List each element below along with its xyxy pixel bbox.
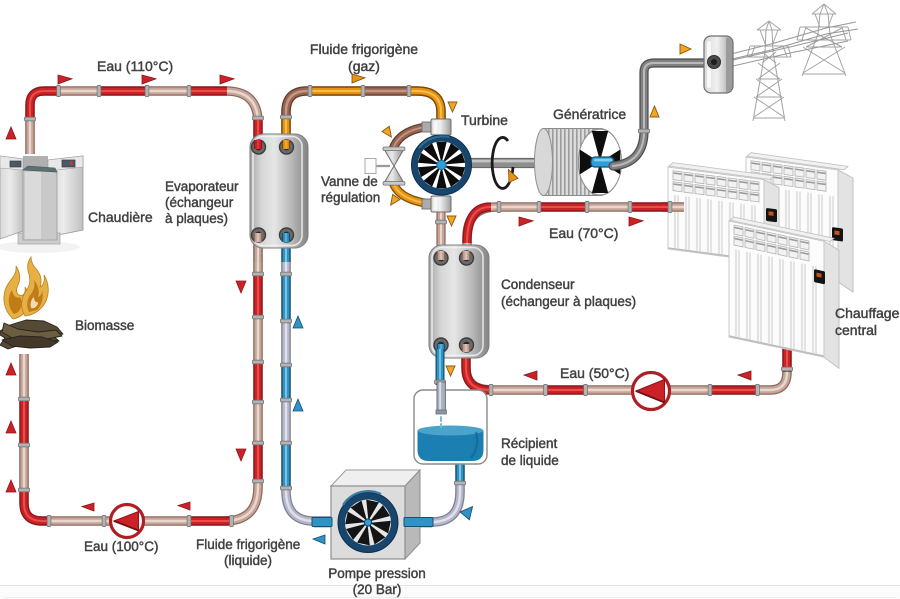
svg-text:Condenseur: Condenseur <box>501 277 575 292</box>
svg-text:Récipient: Récipient <box>501 436 558 451</box>
svg-text:Eau (50°C): Eau (50°C) <box>560 365 629 381</box>
svg-text:Evaporateur: Evaporateur <box>165 179 239 194</box>
svg-text:de liquide: de liquide <box>501 453 559 468</box>
svg-text:Chaudière: Chaudière <box>88 209 153 225</box>
svg-text:(20 Bar): (20 Bar) <box>353 582 402 597</box>
svg-text:Génératrice: Génératrice <box>553 106 626 122</box>
svg-text:(gaz): (gaz) <box>348 58 380 74</box>
svg-text:Biomasse: Biomasse <box>75 318 134 333</box>
svg-text:(liquide): (liquide) <box>224 553 272 568</box>
svg-text:à plaques): à plaques) <box>165 211 228 226</box>
svg-text:Fluide frigorigène: Fluide frigorigène <box>196 537 300 552</box>
svg-text:Turbine: Turbine <box>461 112 508 128</box>
svg-text:Vanne de: Vanne de <box>321 174 378 189</box>
svg-text:Chauffage: Chauffage <box>835 305 900 321</box>
svg-text:(échangeur à plaques): (échangeur à plaques) <box>501 294 636 309</box>
svg-text:Fluide frigorigène: Fluide frigorigène <box>310 41 418 57</box>
svg-text:Eau (110°C): Eau (110°C) <box>97 58 173 74</box>
svg-text:(échangeur: (échangeur <box>165 195 234 210</box>
svg-text:Eau (100°C): Eau (100°C) <box>84 539 158 554</box>
svg-text:Pompe pression: Pompe pression <box>328 566 426 581</box>
svg-text:Eau (70°C): Eau (70°C) <box>549 225 618 241</box>
svg-text:régulation: régulation <box>321 190 380 205</box>
svg-text:central: central <box>835 322 877 338</box>
